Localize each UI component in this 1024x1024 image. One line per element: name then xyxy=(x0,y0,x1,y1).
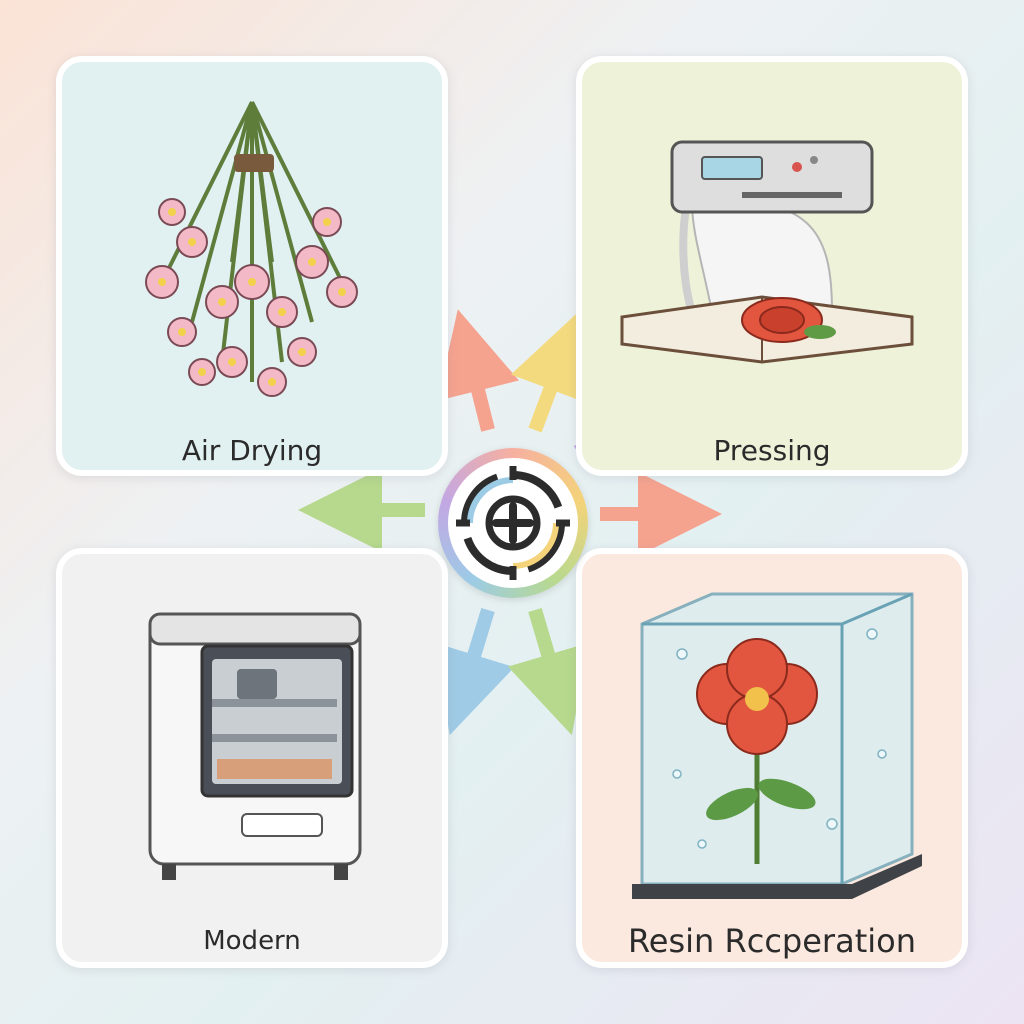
center-hub[interactable] xyxy=(438,448,588,598)
resin-cube-flower-icon xyxy=(632,592,922,899)
card-label-modern: Modern xyxy=(203,926,301,956)
arrow-up-yellow xyxy=(510,310,590,433)
card-label-resin: Resin Rccperation xyxy=(628,922,916,960)
arrow-down-blue xyxy=(434,607,515,736)
hanging-flowers-icon xyxy=(145,101,358,397)
arrow-up-red xyxy=(437,309,519,432)
freeze-dryer-icon xyxy=(148,612,362,880)
card-label-air-drying: Air Drying xyxy=(181,434,323,467)
arrow-down-green xyxy=(507,608,589,736)
flower-press-icon xyxy=(620,140,914,364)
card-resin[interactable]: Resin Rccperation xyxy=(576,548,968,968)
hub-inner xyxy=(448,458,578,588)
card-label-pressing: Pressing xyxy=(713,434,831,467)
crosshair-plus-icon xyxy=(456,466,570,580)
card-modern[interactable]: Modern xyxy=(56,548,448,968)
card-air-drying[interactable]: Air Drying xyxy=(56,56,448,476)
card-pressing[interactable]: Pressing xyxy=(576,56,968,476)
